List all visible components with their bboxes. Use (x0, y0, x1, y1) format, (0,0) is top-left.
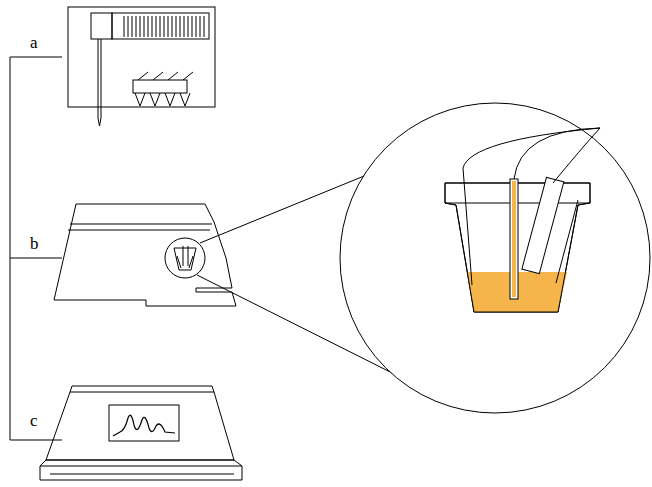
comb-tooth (172, 16, 173, 37)
comb-tooth (184, 16, 185, 37)
tip (150, 93, 160, 106)
comb-tooth (144, 16, 145, 37)
comb-tooth (200, 16, 201, 37)
comb-tooth (192, 16, 193, 37)
comb-tooth (168, 16, 169, 37)
instrument (54, 204, 236, 306)
lead (138, 72, 148, 80)
lead (183, 72, 193, 80)
tip (180, 93, 190, 106)
comb-tooth (188, 16, 189, 37)
computer (40, 386, 242, 480)
tip (165, 93, 175, 106)
comb-tooth (140, 16, 141, 37)
comb-tooth (156, 16, 157, 37)
comb-tooth (176, 16, 177, 37)
comb-tooth (164, 16, 165, 37)
comb-tooth (124, 16, 125, 37)
part-letter: c (30, 412, 38, 429)
electrode-array-panel (68, 7, 215, 126)
lead (153, 72, 163, 80)
part-letter: b (30, 235, 39, 252)
comb-tooth (152, 16, 153, 37)
comb-tooth (160, 16, 161, 37)
comb-tooth (128, 16, 129, 37)
comb-tooth (180, 16, 181, 37)
comb-tooth (136, 16, 137, 37)
magnified-cell (340, 103, 650, 413)
comb-tooth (196, 16, 197, 37)
bracket (10, 57, 62, 440)
part-letter: a (30, 34, 38, 51)
tip (135, 93, 145, 106)
comb-tooth (204, 16, 205, 37)
lead (168, 72, 178, 80)
comb-tooth (132, 16, 133, 37)
comb-tooth (148, 16, 149, 37)
